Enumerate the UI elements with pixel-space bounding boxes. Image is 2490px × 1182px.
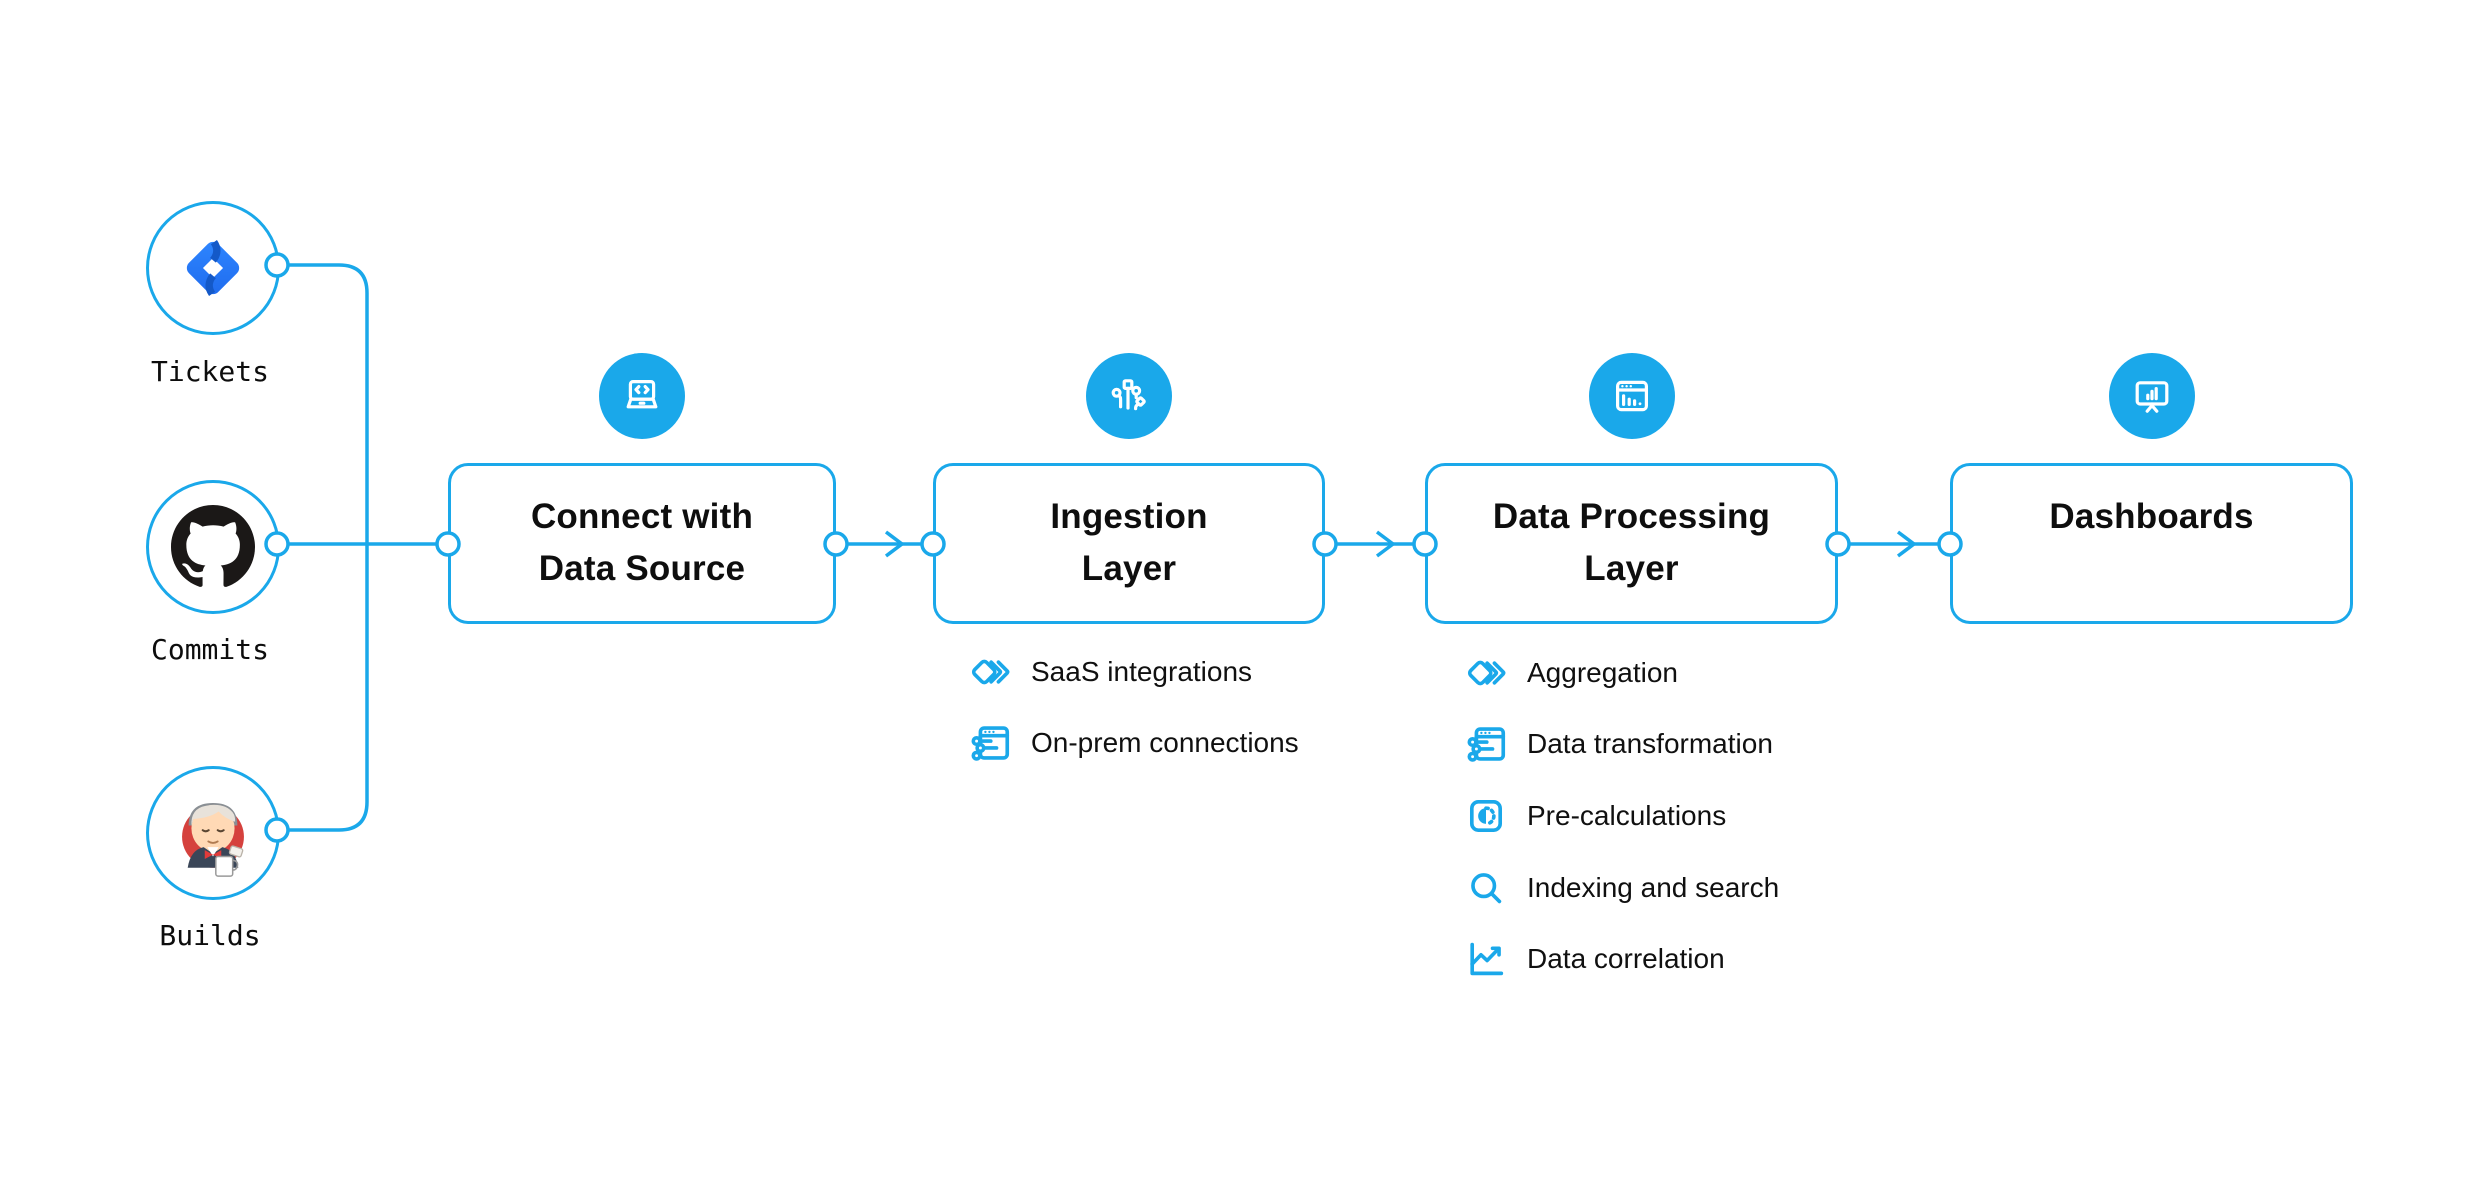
stage-title: Dashboards [1953,491,2350,543]
stage-title-line: Layer [1584,549,1679,588]
analytics-window-icon [1589,353,1675,439]
window-sliders-icon [966,719,1014,767]
stage-title: Data Processing Layer [1428,491,1835,595]
arrowhead-icon [1896,530,1917,558]
stage-title-line: Data Processing [1492,497,1771,536]
diamond-chevrons-icon [966,648,1014,696]
feature-label: On-prem connections [1031,727,1299,758]
data-pipeline-icon [1086,353,1172,439]
stage-box-processing: Data Processing Layer [1425,463,1838,624]
feature-indexing-search: Indexing and search [1462,864,1779,912]
stage-title-line: Data Source [538,549,746,588]
feature-label: Data transformation [1527,728,1773,759]
stage-title-line: Layer [1081,549,1177,588]
feature-label: Indexing and search [1527,872,1780,903]
source-node-commits [146,480,280,614]
stage-title-line: Dashboards [2049,497,2254,536]
laptop-code-icon [599,353,685,439]
jenkins-icon [182,803,244,877]
arrowhead-icon [1375,530,1396,558]
source-label-commits: Commits [150,633,269,666]
chart-line-icon [1462,935,1510,983]
presentation-chart-icon [2109,353,2195,439]
arrowhead-icon [884,530,905,558]
source-label-tickets: Tickets [150,355,269,388]
github-icon [171,505,255,587]
search-icon [1462,864,1510,912]
stage-title: Ingestion Layer [936,491,1322,595]
feature-label: Aggregation [1527,657,1679,688]
diamond-chevrons-icon [1462,649,1510,697]
feature-label: Pre-calculations [1527,800,1727,831]
feature-on-prem-connections: On-prem connections [966,719,1299,767]
feature-saas-integrations: SaaS integrations [966,648,1252,696]
stage-box-ingestion: Ingestion Layer [933,463,1325,624]
stage-title-line: Ingestion [1050,497,1208,536]
stage-title: Connect with Data Source [451,491,833,595]
feature-label: Data correlation [1527,943,1725,974]
feature-data-correlation: Data correlation [1462,935,1725,983]
stage-box-dashboards: Dashboards [1950,463,2353,624]
timelapse-icon [1462,792,1510,840]
feature-data-transformation: Data transformation [1462,720,1773,768]
source-label-builds: Builds [159,919,261,952]
feature-label: SaaS integrations [1031,656,1253,687]
feature-pre-calculations: Pre-calculations [1462,792,1726,840]
stage-box-connect: Connect with Data Source [448,463,836,624]
source-node-builds [146,766,280,900]
jira-icon [186,239,240,297]
source-node-tickets [146,201,280,335]
window-sliders-icon [1462,720,1510,768]
stage-title-line: Connect with [530,497,754,536]
sources-branch-wire [277,263,369,832]
feature-aggregation: Aggregation [1462,649,1678,697]
